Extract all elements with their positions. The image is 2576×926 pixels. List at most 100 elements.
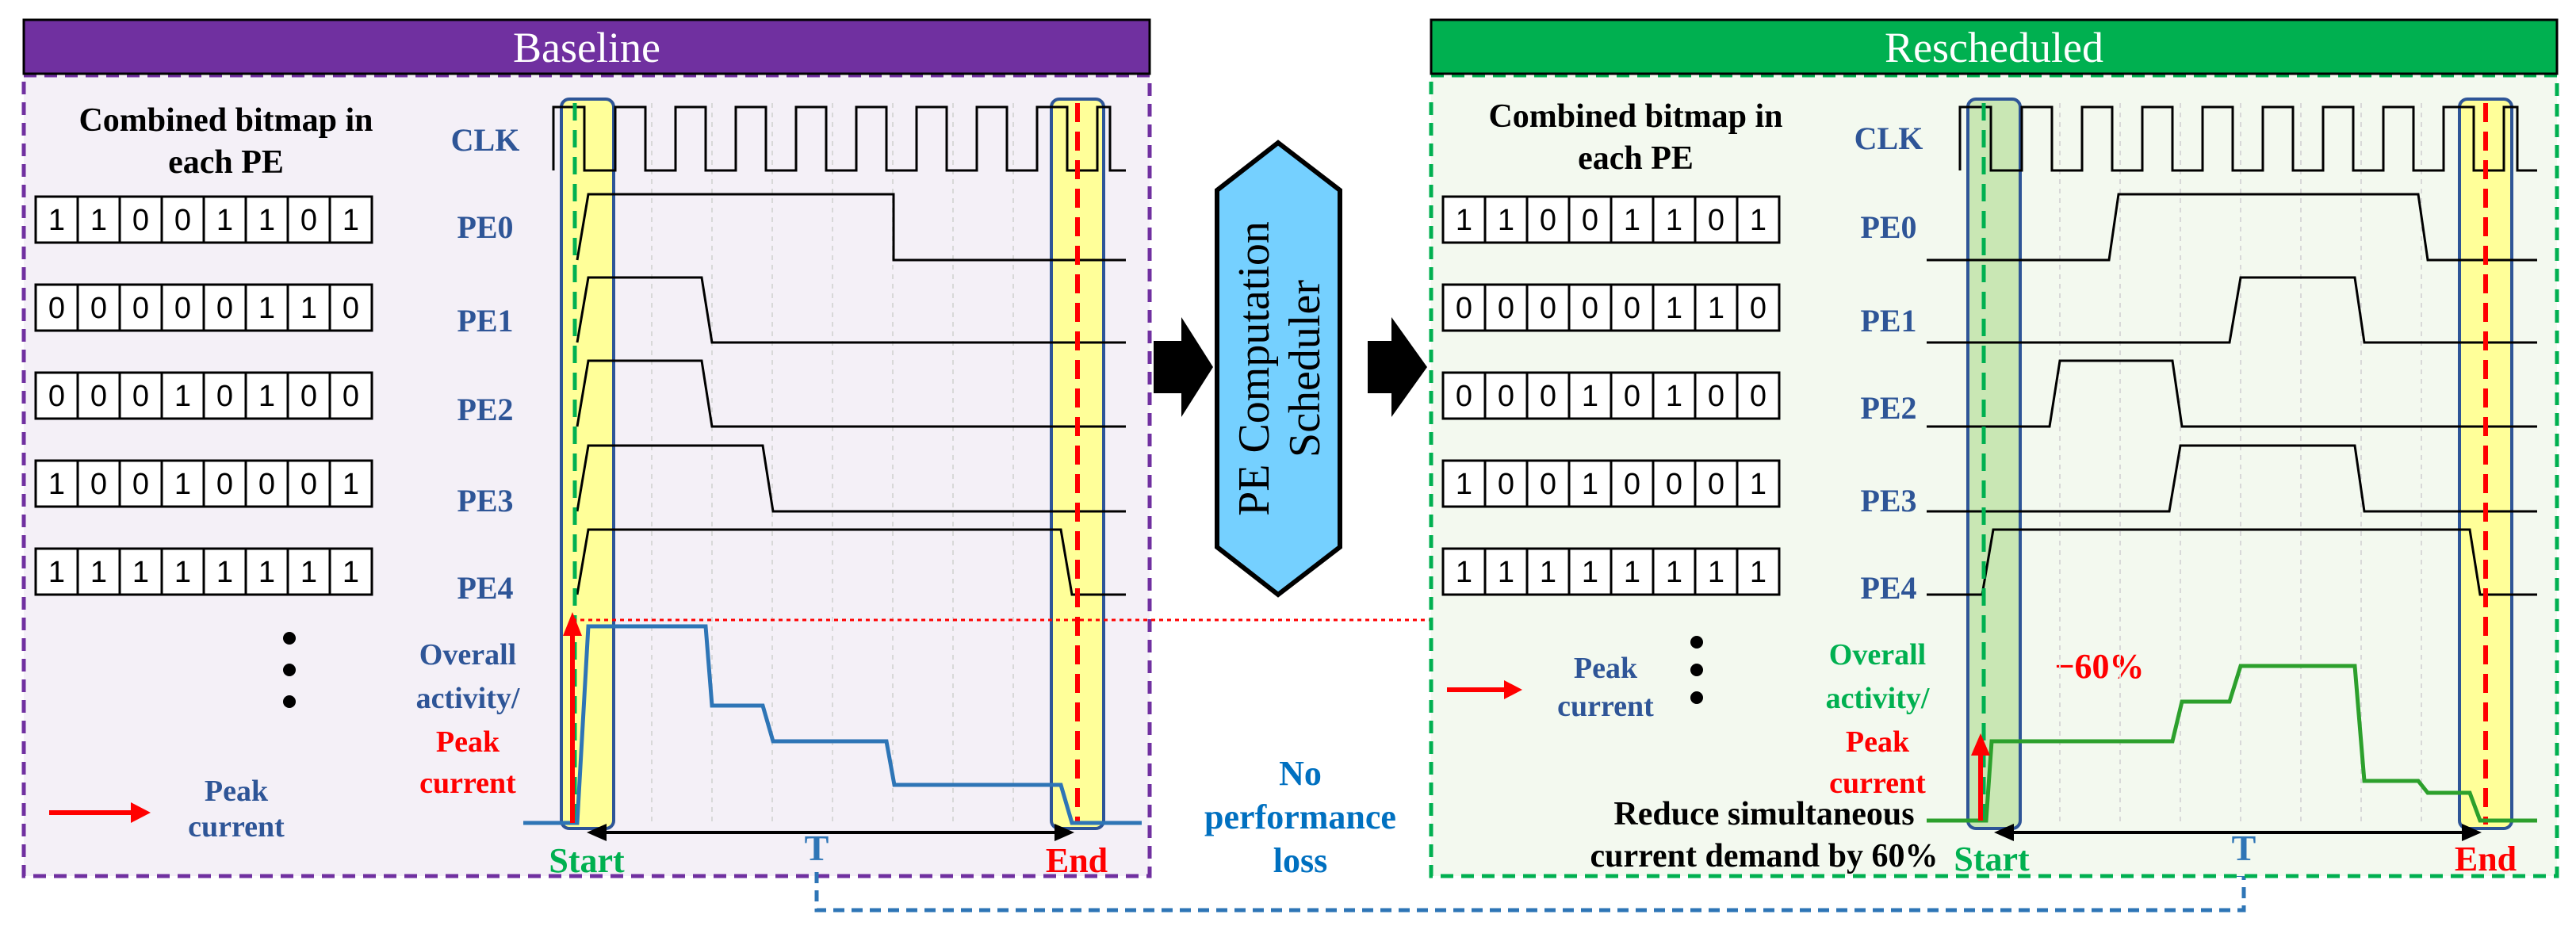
rescheduled-label-pe2: PE2 [1860, 390, 1916, 426]
rescheduled-header [1430, 18, 2559, 75]
bitmap-bit: 0 [1624, 468, 1640, 501]
scheduler-label-line2: Scheduler [1280, 280, 1330, 457]
rescheduled-bitmap-heading-line1: Combined bitmap in [1488, 98, 1782, 135]
rescheduled-legend-text-1: Peak [1574, 652, 1638, 685]
rescheduled-start-window [1966, 98, 2022, 830]
bitmap-cell [76, 371, 121, 420]
rescheduled-peak-legend: Peak current [1447, 652, 1654, 723]
bitmap-bit: 1 [258, 204, 275, 237]
bitmap-bit: 1 [174, 556, 191, 589]
bitmap-bit: 0 [90, 380, 107, 413]
no-loss-label-1: No [1279, 754, 1322, 793]
rescheduled-clk-waveform [1958, 105, 2537, 172]
bitmap-bit: 1 [90, 556, 107, 589]
bitmap-bit: 1 [174, 380, 191, 413]
bitmap-cell [286, 459, 331, 508]
bitmap-bit: 0 [216, 380, 233, 413]
bitmap-cell [1483, 283, 1529, 332]
rescheduled-label-pe1: PE1 [1860, 303, 1916, 339]
bitmap-cell [286, 283, 331, 332]
bitmap-cell [328, 459, 373, 508]
bitmap-bit: 0 [1456, 380, 1472, 413]
bitmap-bit: 0 [1498, 380, 1514, 413]
right-arrow [1368, 317, 1427, 417]
scheduler-hexagon [1215, 140, 1342, 598]
bitmap-bit: 1 [132, 556, 149, 589]
bitmap-bit: 0 [1540, 204, 1556, 237]
bitmap-bit: 0 [90, 292, 107, 325]
t-connector [814, 872, 2246, 913]
bitmap-bit: 0 [216, 292, 233, 325]
left-arrow [1154, 317, 1213, 417]
bitmap-cell [1441, 459, 1487, 508]
summary-line-2: current demand by 60% [1590, 838, 1938, 874]
baseline-label-pe2: PE2 [457, 392, 513, 427]
reduction-label: −60% [2054, 647, 2144, 686]
baseline-title: Baseline [513, 24, 660, 71]
bitmap-bit: 1 [1750, 468, 1766, 501]
bitmap-bit: 0 [132, 380, 149, 413]
bitmap-bit: 0 [1708, 468, 1724, 501]
bitmap-bit: 1 [300, 292, 317, 325]
bitmap-bit: 1 [48, 556, 65, 589]
bitmap-bit: 0 [1708, 380, 1724, 413]
bitmap-cell [76, 195, 121, 244]
bitmap-bit: 0 [132, 468, 149, 501]
baseline-start-label: Start [549, 841, 625, 880]
bitmap-cell [1483, 371, 1529, 420]
bitmap-cell [34, 195, 79, 244]
bitmap-cell [1567, 547, 1613, 596]
rescheduled-more-dots [1690, 636, 1703, 704]
bitmap-bit: 1 [1666, 292, 1682, 325]
baseline-pe1-waveform [576, 276, 1126, 344]
bitmap-bit: 0 [1498, 292, 1514, 325]
baseline-pe2-waveform [576, 359, 1126, 428]
bitmap-cell [1694, 371, 1739, 420]
baseline-clk-waveform [552, 105, 1126, 172]
bitmap-bit: 1 [216, 204, 233, 237]
bitmap-bit: 1 [1456, 556, 1472, 589]
bitmap-cell [160, 547, 205, 596]
bitmap-cell [1610, 459, 1655, 508]
no-loss-label-3: loss [1273, 841, 1327, 880]
bitmap-bit: 1 [1708, 556, 1724, 589]
bitmap-bit: 1 [1498, 204, 1514, 237]
bitmap-bit: 0 [174, 292, 191, 325]
bitmap-bit: 0 [1456, 292, 1472, 325]
bitmap-cell [76, 459, 121, 508]
bitmap-bit: 1 [258, 292, 275, 325]
bitmap-bit: 1 [1582, 380, 1598, 413]
baseline-activity-label-1: Overall [419, 638, 516, 672]
bitmap-cell [160, 371, 205, 420]
rescheduled-t-label: T [2232, 828, 2256, 868]
bitmap-cell [328, 283, 373, 332]
rescheduled-label-clk: CLK [1854, 121, 1923, 156]
bitmap-bit: 0 [1540, 380, 1556, 413]
bitmap-cell [118, 371, 163, 420]
bitmap-bit: 0 [1582, 204, 1598, 237]
bitmap-cell [1736, 371, 1781, 420]
bitmap-bit: 0 [1498, 468, 1514, 501]
bitmap-cell [328, 195, 373, 244]
bitmap-bit: 0 [48, 292, 65, 325]
baseline-end-label: End [1046, 841, 1108, 880]
rescheduled-pe0-waveform [1927, 193, 2537, 262]
bitmap-cell [1694, 547, 1739, 596]
bitmap-cell [1736, 195, 1781, 244]
bitmap-cell [118, 547, 163, 596]
bitmap-bit: 1 [258, 556, 275, 589]
bitmap-bit: 0 [343, 292, 359, 325]
bitmap-bit: 1 [1540, 556, 1556, 589]
bitmap-cell [1652, 195, 1697, 244]
bitmap-bit: 1 [48, 468, 65, 501]
bitmap-cell [1736, 283, 1781, 332]
bitmap-cell [1525, 371, 1571, 420]
bitmap-cell [1483, 547, 1529, 596]
baseline-timing-diagram [523, 98, 1142, 841]
rescheduled-peak-label-1: Peak [1846, 725, 1910, 759]
bitmap-bit: 0 [1540, 468, 1556, 501]
bitmap-cell [1694, 459, 1739, 508]
bitmap-bit: 0 [300, 380, 317, 413]
bitmap-bit: 0 [258, 468, 275, 501]
bitmap-cell [286, 195, 331, 244]
